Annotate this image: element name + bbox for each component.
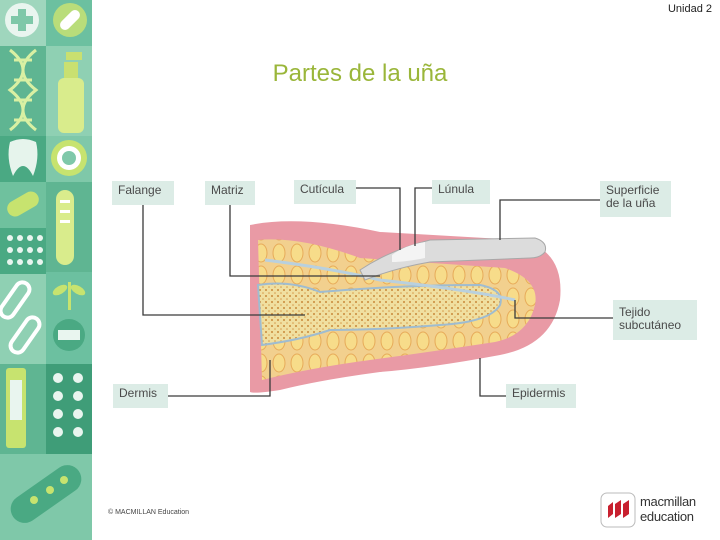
bacteria-icon — [7, 191, 39, 217]
leader-line-cuticula — [356, 187, 401, 250]
plant-icon — [52, 282, 86, 351]
label-tejido-line2: subcutáneo — [619, 318, 682, 332]
label-superficie: Superficie de la uña — [600, 181, 671, 217]
label-leader-lines — [142, 187, 613, 397]
label-lunula: Lúnula — [432, 180, 490, 204]
pill-grid-icon — [7, 235, 43, 265]
macmillan-logo: macmillan education — [600, 492, 712, 528]
leader-line-lunula — [414, 187, 432, 246]
clip-icon — [0, 280, 42, 355]
dna-icon — [7, 48, 39, 132]
logo-text-line2: education — [640, 509, 694, 524]
label-matriz-text: Matriz — [211, 183, 244, 197]
copyright-text: © MACMILLAN Education — [108, 509, 190, 516]
medicine-bottle-icon — [6, 368, 26, 448]
label-falange-text: Falange — [118, 183, 162, 197]
leader-line-epidermis — [479, 358, 506, 397]
label-falange: Falange — [112, 181, 174, 205]
label-cuticula: Cutícula — [294, 180, 356, 204]
tablet-pack-icon — [53, 373, 83, 437]
macmillan-logo-icon — [600, 492, 636, 528]
pill-icon — [53, 3, 87, 37]
label-superficie-line2: de la uña — [606, 196, 656, 210]
bacteria-icon — [10, 465, 82, 523]
label-lunula-text: Lúnula — [438, 182, 475, 196]
unit-label: Unidad 2 — [667, 3, 712, 15]
leader-line-falange — [142, 205, 305, 316]
label-tejido: Tejido subcutáneo — [613, 300, 697, 340]
label-epidermis: Epidermis — [506, 384, 576, 408]
label-dermis: Dermis — [113, 384, 168, 408]
decorative-side-band — [0, 0, 92, 540]
leader-line-superficie — [499, 199, 604, 240]
finger-tissue — [250, 221, 561, 393]
leader-line-matriz — [229, 205, 380, 277]
leader-line-dermis — [168, 360, 271, 397]
tooth-icon — [8, 139, 38, 176]
label-dermis-text: Dermis — [119, 386, 157, 400]
label-matriz: Matriz — [205, 181, 255, 205]
spray-bottle-icon — [58, 52, 84, 133]
health-pattern-illustration — [0, 0, 92, 540]
label-cuticula-text: Cutícula — [300, 182, 345, 196]
label-tejido-line1: Tejido — [619, 305, 651, 319]
nail-plate — [359, 237, 546, 281]
logo-text-line1: macmillan — [640, 494, 696, 509]
medical-cross-icon — [5, 3, 39, 37]
label-superficie-line1: Superficie — [606, 183, 660, 197]
leader-line-tejido — [514, 300, 613, 319]
test-tube-icon — [56, 190, 74, 265]
label-epidermis-text: Epidermis — [512, 386, 566, 400]
slide-title: Partes de la uña — [272, 60, 448, 87]
virus-icon — [51, 140, 87, 176]
